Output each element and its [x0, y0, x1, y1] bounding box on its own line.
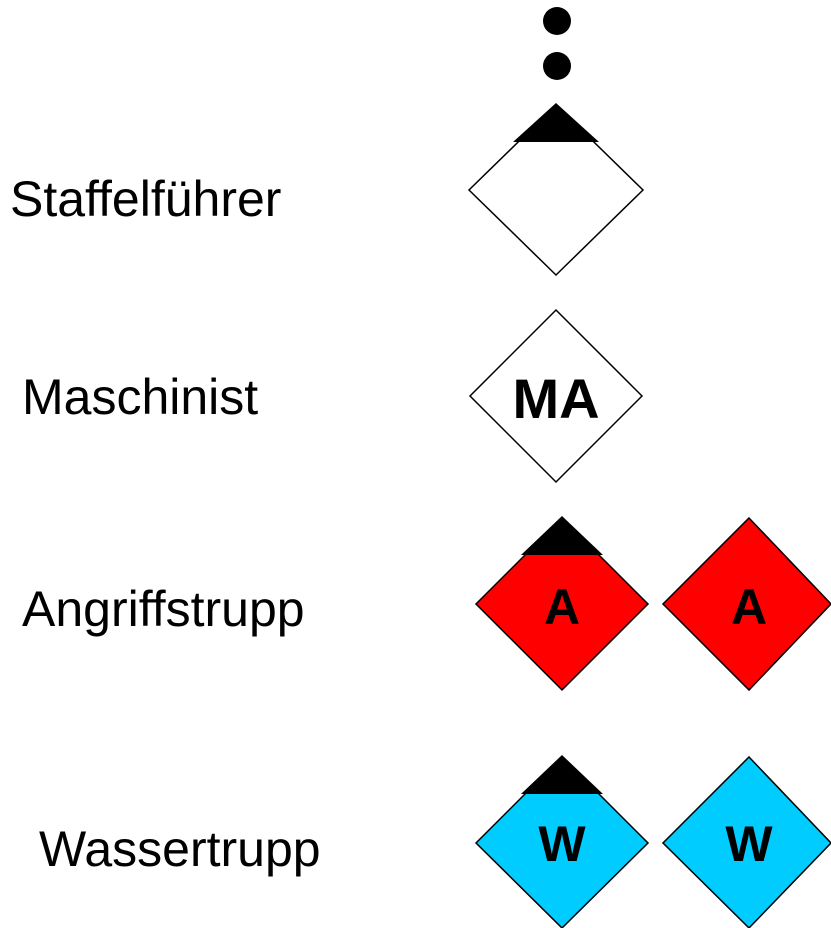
- angriffstrupp-member-symbol: [661, 516, 831, 692]
- angriffstrupp-badge-label-2: A: [731, 579, 767, 635]
- rank-dot-icon-1: [543, 7, 571, 35]
- leader-triangle-icon: [513, 103, 599, 142]
- role-label-maschinist: Maschinist: [22, 369, 258, 425]
- role-label-staffelfuehrer: Staffelführer: [10, 171, 281, 227]
- role-label-wassertrupp: Wassertrupp: [39, 821, 321, 877]
- rank-dot-icon-2: [543, 52, 571, 80]
- wassertrupp-triangle-icon: [521, 755, 603, 794]
- wassertrupp-badge-label-1: W: [538, 816, 586, 872]
- maschinist-badge-label: MA: [512, 367, 599, 430]
- angriffstrupp-triangle-icon: [521, 516, 603, 555]
- angriffstrupp-leader-symbol: [474, 516, 650, 692]
- wassertrupp-badge-label-2: W: [725, 816, 773, 872]
- wassertrupp-leader-symbol: [474, 755, 650, 928]
- staffelfuehrer-symbol: [467, 103, 645, 277]
- role-label-angriffstrupp: Angriffstrupp: [22, 581, 305, 637]
- wassertrupp-member-symbol: [661, 755, 831, 928]
- maschinist-symbol: [468, 308, 644, 484]
- angriffstrupp-badge-label-1: A: [544, 579, 580, 635]
